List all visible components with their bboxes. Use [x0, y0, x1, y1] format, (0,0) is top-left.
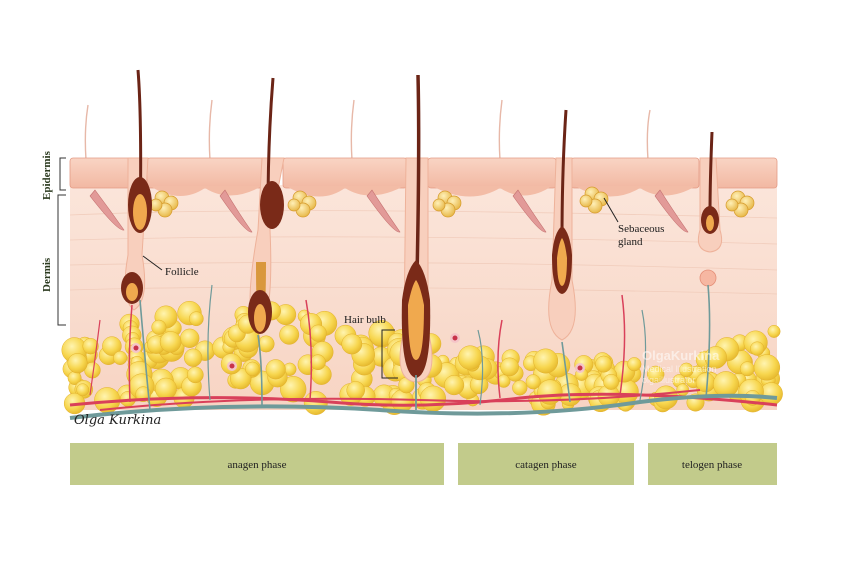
fat-globule [647, 365, 665, 384]
fat-globule [180, 328, 200, 348]
fat-globule [346, 381, 365, 400]
fat-globule [458, 345, 483, 370]
fat-globule [525, 374, 541, 390]
fat-globule [183, 348, 203, 367]
fat-globule [739, 361, 755, 377]
fat-globule [280, 376, 307, 403]
sebaceous-label-line1: Sebaceous [618, 223, 664, 235]
fat-globule [603, 373, 620, 390]
watermark-line3: olgaillustrator [642, 375, 696, 385]
fat-globule [444, 375, 465, 396]
anagen-phase-bar [70, 443, 444, 485]
fine-hairs [84, 99, 651, 161]
fat-globule [113, 350, 128, 365]
follicle-label: Follicle [165, 266, 199, 278]
catagen-phase-label: catagen phase [515, 459, 576, 471]
callout-lines [142, 197, 619, 379]
arrector-pili-muscles [89, 189, 689, 233]
epidermis-label: Epidermis [41, 150, 53, 200]
fat-globule [188, 311, 204, 327]
fat-globule [154, 377, 177, 400]
vessel-cross-sections [131, 333, 585, 373]
fat-globule [712, 371, 740, 398]
hair-follicles [121, 69, 719, 378]
layer-brackets [57, 157, 66, 326]
fat-globule [679, 362, 694, 378]
fat-globule [500, 357, 519, 377]
fat-globule [67, 353, 88, 374]
fat-globule [676, 383, 690, 397]
fat-globule [390, 389, 414, 413]
fat-globule [151, 319, 167, 335]
telogen-phase-label: telogen phase [682, 459, 742, 471]
fat-globule [595, 355, 613, 373]
hair-bulb-label: Hair bulb [344, 314, 386, 326]
fat-globule [704, 346, 727, 369]
fat-globule [310, 354, 326, 371]
fat-globule [497, 374, 511, 388]
fat-globule [537, 379, 563, 405]
fat-globule [265, 359, 286, 380]
catagen-phase-bar [458, 443, 634, 485]
fat-globule [533, 348, 559, 374]
watermark-line1: OlgaKurkina [642, 348, 720, 363]
fat-globule [159, 331, 182, 353]
fat-globule [309, 324, 327, 342]
anagen-phase-label: anagen phase [228, 459, 287, 471]
fat-globule [279, 324, 300, 345]
fat-globule [627, 357, 642, 372]
fat-globule [767, 324, 781, 338]
sebaceous-glands [149, 186, 755, 218]
sebaceous-label-line2: gland [618, 236, 643, 248]
fat-globule [76, 383, 90, 397]
fat-globule [512, 380, 528, 396]
fat-globule [753, 354, 781, 381]
fat-globule [186, 366, 204, 384]
fat-globule [750, 341, 765, 356]
blood-vessels [69, 294, 778, 411]
fat-globule [419, 385, 447, 412]
fat-globule [245, 361, 260, 377]
fat-globule [341, 333, 363, 355]
phase-bars: anagen phase catagen phase telogen phase [70, 443, 777, 485]
watermark-line2: Medical Illustration [642, 364, 717, 374]
dermis-label: Dermis [41, 257, 53, 292]
artist-signature: Olga Kurkina [74, 413, 161, 428]
telogen-phase-bar [648, 443, 777, 485]
nerves [69, 284, 778, 420]
fat-globule [102, 336, 122, 356]
fat-globule [82, 338, 99, 355]
